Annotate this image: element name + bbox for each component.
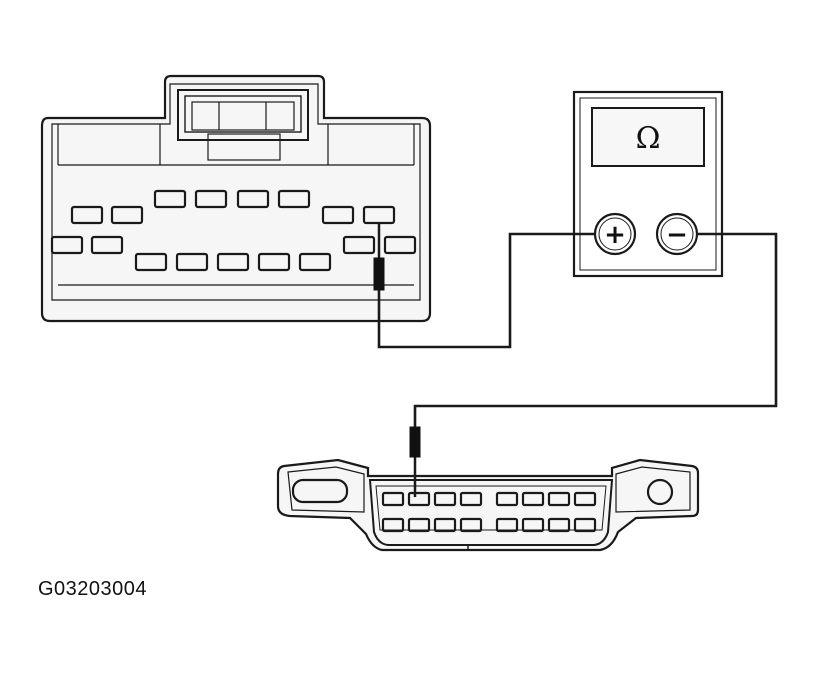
- figure-id: G03203004: [38, 578, 148, 600]
- negative-lead: [413, 232, 778, 427]
- dlc-probe: [409, 426, 421, 497]
- data-link-connector: [276, 458, 700, 552]
- ohm-symbol: Ω: [636, 121, 661, 156]
- test-leads: [377, 232, 778, 427]
- negative-terminal-label: −: [666, 220, 688, 250]
- module-connector: [40, 74, 432, 323]
- positive-lead: [377, 232, 595, 349]
- meter-display: [591, 107, 705, 167]
- positive-terminal-label: +: [604, 220, 626, 250]
- ohmmeter: Ω + −: [572, 90, 724, 278]
